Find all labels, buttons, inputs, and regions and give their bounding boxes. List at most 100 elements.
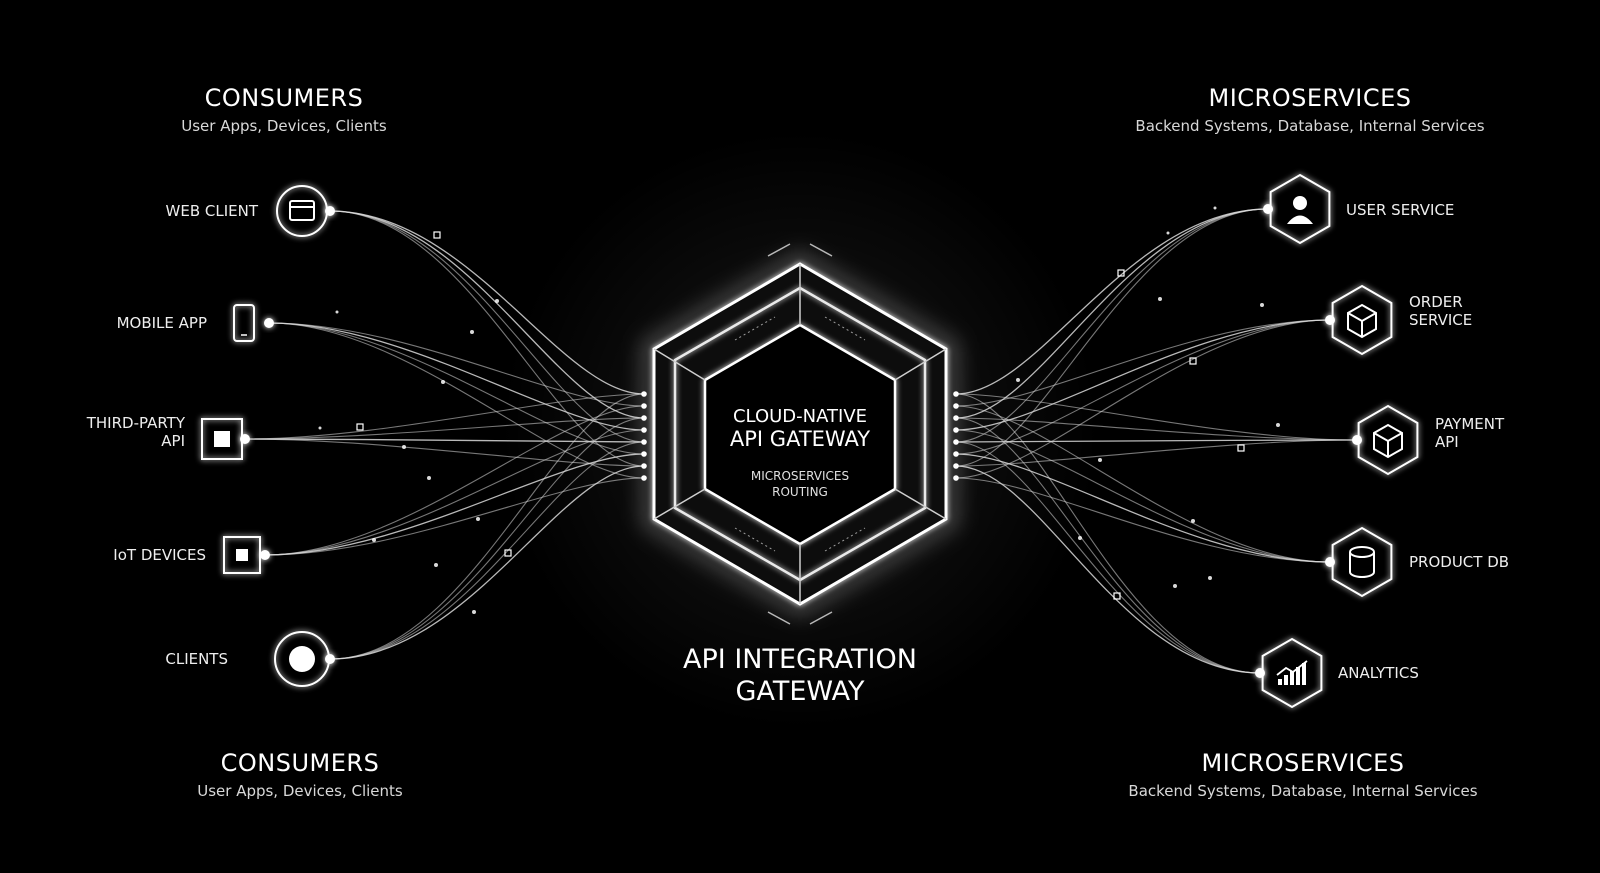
node-mobile-app[interactable]: MOBILE APP: [117, 304, 274, 342]
particle: [318, 426, 322, 430]
gateway-port: [641, 475, 647, 481]
particle: [1237, 444, 1245, 452]
connector-dot: [1352, 435, 1362, 445]
particle: [1078, 536, 1082, 540]
connection-wire: [955, 208, 1269, 467]
gateway-port: [953, 415, 959, 421]
particle: [1016, 378, 1020, 382]
particle: [427, 476, 431, 480]
connection-wire: [955, 405, 1331, 563]
connection-wire: [955, 417, 1358, 441]
connection-wire: [955, 319, 1331, 431]
connection-wire: [955, 429, 1331, 563]
particle: [495, 299, 499, 303]
section-heading: MICROSERVICES: [1208, 84, 1411, 112]
connector-dot: [1263, 204, 1273, 214]
user-icon: [1269, 173, 1331, 245]
node-clients[interactable]: CLIENTS: [165, 631, 335, 687]
cube-icon: [1357, 404, 1419, 476]
connection-wire: [244, 438, 645, 443]
section-subheading: Backend Systems, Database, Internal Serv…: [1128, 782, 1477, 800]
core-subtitle-line2: ROUTING: [772, 485, 828, 499]
connector-dot: [325, 654, 335, 664]
connection-wire: [955, 439, 1358, 443]
connection-wire: [955, 319, 1331, 479]
node-iot-devices[interactable]: IoT DEVICES: [113, 536, 270, 574]
particle: [472, 610, 476, 614]
gateway-port: [953, 463, 959, 469]
section-heading: MICROSERVICES: [1201, 749, 1404, 777]
connection-wire: [329, 465, 645, 660]
node-label: IoT DEVICES: [113, 546, 206, 564]
particle: [1117, 269, 1125, 277]
node-label: PRODUCT DB: [1409, 553, 1509, 571]
connection-wire: [264, 453, 645, 556]
core-title-line2: API GATEWAY: [730, 427, 870, 451]
node-label: CLIENTS: [165, 650, 228, 668]
particle: [1189, 357, 1197, 365]
connector-dot: [240, 434, 250, 444]
mobile-phone-icon: [233, 304, 255, 342]
node-label: PAYMENT: [1435, 415, 1505, 433]
particle: [1260, 303, 1264, 307]
gateway-port: [641, 415, 647, 421]
gateway-port: [641, 463, 647, 469]
connection-wire: [244, 438, 645, 467]
particle: [356, 423, 364, 431]
connection-wire: [955, 393, 1261, 674]
gateway-port: [641, 439, 647, 445]
connection-wire: [329, 417, 645, 660]
connection-wire: [268, 322, 645, 455]
particle: [335, 310, 339, 314]
connection-wire: [955, 208, 1269, 395]
connector-dot: [325, 206, 335, 216]
connection-wire: [264, 429, 645, 556]
section-heading: CONSUMERS: [205, 84, 364, 112]
particle: [1173, 584, 1177, 588]
node-product-db[interactable]: PRODUCT DB: [1325, 526, 1509, 598]
section-subheading: User Apps, Devices, Clients: [181, 117, 387, 135]
particle: [434, 563, 438, 567]
node-analytics[interactable]: ANALYTICS: [1255, 637, 1419, 709]
gateway-title-line1: API INTEGRATION: [683, 644, 917, 675]
gateway-port: [953, 475, 959, 481]
connection-wire: [955, 319, 1331, 407]
connection-wire: [955, 208, 1269, 419]
gateway-title-line2: GATEWAY: [736, 676, 865, 707]
node-label: MOBILE APP: [117, 314, 207, 332]
connection-wire: [955, 208, 1269, 443]
gateway-port: [641, 403, 647, 409]
connection-wire: [268, 322, 645, 479]
particle: [441, 380, 445, 384]
particle: [504, 549, 512, 557]
connection-wire: [329, 393, 645, 660]
particle: [372, 538, 376, 542]
gateway-port: [641, 427, 647, 433]
connection-wire: [264, 405, 645, 556]
node-label: ANALYTICS: [1338, 664, 1419, 682]
particle: [1208, 576, 1212, 580]
cube-icon: [1331, 284, 1393, 356]
gateway-port: [953, 403, 959, 409]
gateway-core[interactable]: CLOUD-NATIVE API GATEWAY MICROSERVICES R…: [641, 243, 959, 625]
node-user-service[interactable]: USER SERVICE: [1263, 173, 1454, 245]
gateway-port: [641, 391, 647, 397]
connection-wire: [244, 417, 645, 440]
section-heading: CONSUMERS: [221, 749, 380, 777]
microservices-header-bottom: MICROSERVICES Backend Systems, Database,…: [1128, 749, 1477, 800]
connection-wire: [955, 319, 1331, 455]
connection-wire: [955, 439, 1358, 467]
node-web-client[interactable]: WEB CLIENT: [166, 185, 335, 237]
particle: [1276, 423, 1280, 427]
gateway-ports: [641, 391, 959, 481]
gateway-port: [953, 451, 959, 457]
particle: [1166, 231, 1170, 235]
particle: [470, 330, 474, 334]
particle: [433, 231, 441, 239]
node-label: ORDER: [1409, 293, 1463, 311]
